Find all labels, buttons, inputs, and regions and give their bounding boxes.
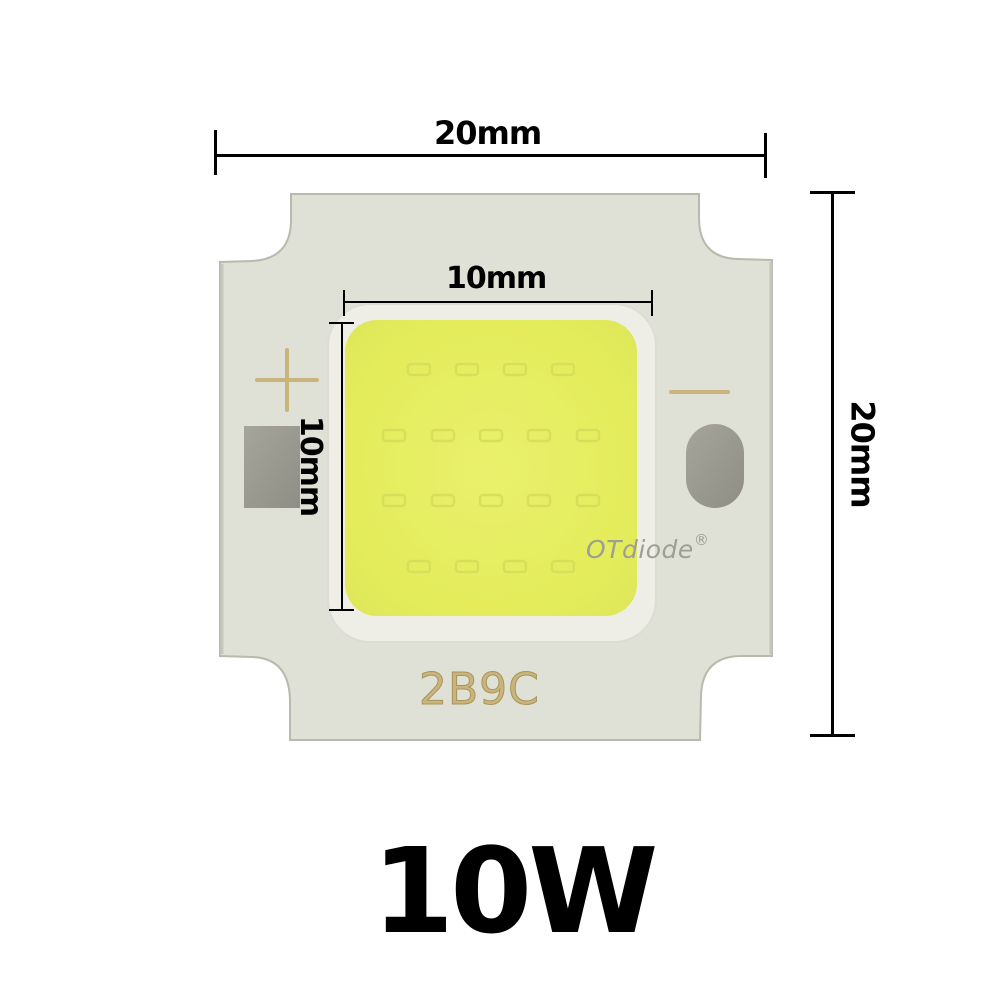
emitter-height-label: 10mm [293,415,329,517]
positive-solder-pad [244,426,300,508]
board-width-label: 20mm [434,114,542,152]
emitter-height-dimension-line [341,322,343,610]
emitter-width-label: 10mm [446,261,547,296]
board-height-label: 20mm [843,400,882,508]
negative-solder-pad [686,424,744,508]
emitter-width-dimension-line [344,301,653,303]
emitter-height-tick-top [329,322,354,324]
width-dimension-tick-right [764,133,767,178]
brand-name: OTdiode [586,535,694,564]
emitter-width-tick-right [651,290,653,316]
emitter-height-tick-bottom [329,609,354,611]
registered-mark: ® [693,531,710,549]
wattage-label: 10W [372,822,658,960]
height-dimension-tick-bottom [810,734,855,737]
positive-polarity-icon [255,348,319,412]
width-dimension-line [215,154,767,157]
emitter [345,320,637,616]
brand-label: OTdiode® [586,533,709,564]
model-code-label: 2B9C [419,664,540,715]
height-dimension-line [831,192,834,736]
emitter-width-tick-left [343,290,345,316]
width-dimension-tick-left [214,130,217,175]
led-chip-grid [381,362,601,574]
height-dimension-tick-top [810,191,855,194]
